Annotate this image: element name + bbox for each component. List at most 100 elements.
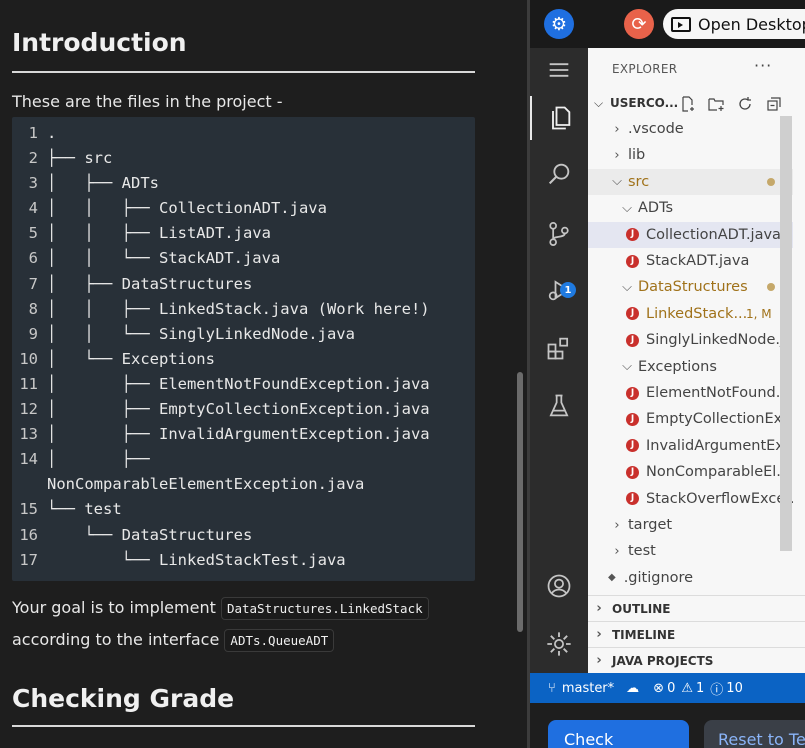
code-line: 8 │ │ ├── LinkedStack.java (Work here!) <box>12 300 475 325</box>
java-file-icon: J <box>626 412 639 426</box>
tree-item-label: .gitignore <box>623 569 694 586</box>
modified-dot <box>767 283 775 292</box>
tree-item-folder-lib[interactable]: ›lib <box>588 142 793 168</box>
timeline-section[interactable]: › TIMELINE <box>588 621 805 647</box>
extensions-icon <box>547 337 569 360</box>
error-icon: ⊗ <box>653 680 665 696</box>
code-text: │ └── Exceptions <box>47 349 215 368</box>
code-line: 17 └── LinkedStackTest.java <box>12 551 475 576</box>
code-line: 9│ │ └── SinglyLinkedNode.java <box>12 325 475 350</box>
java-file-icon: J <box>626 307 639 321</box>
tree-item-folder-datastructures[interactable]: ⌵DataStructures <box>588 274 793 300</box>
testing-button[interactable] <box>530 384 588 428</box>
code-line: NonComparableElementException.java <box>12 475 475 500</box>
account-icon <box>547 574 571 598</box>
refresh-icon[interactable] <box>737 96 753 112</box>
explorer-scrollbar[interactable] <box>780 116 792 551</box>
tree-item-folder-src[interactable]: ⌵src <box>588 168 793 195</box>
line-number: 4 <box>28 199 38 218</box>
branch-name[interactable]: master* <box>561 680 615 696</box>
code-text: │ ├── EmptyCollectionException.java <box>47 400 430 419</box>
collapse-all-icon[interactable] <box>766 96 782 112</box>
code-text: │ │ └── StackADT.java <box>47 249 281 268</box>
tree-item-folder-adts[interactable]: ⌵ADTs <box>588 195 793 221</box>
line-number: 11 <box>19 374 38 393</box>
tree-item-label: ElementNotFound... <box>646 385 790 401</box>
tree-item-file-elementnotfound[interactable]: J ElementNotFound... <box>588 380 793 406</box>
source-control-button[interactable] <box>530 212 588 256</box>
cloud-sync-icon[interactable]: ☁ <box>626 680 640 696</box>
open-desktop-button[interactable]: Open Desktop <box>663 9 805 39</box>
settings-button[interactable]: ⚙ <box>544 9 574 39</box>
outline-section[interactable]: › OUTLINE <box>588 595 805 621</box>
pane-divider[interactable] <box>527 0 531 748</box>
new-folder-icon[interactable] <box>708 96 724 112</box>
menu-button[interactable] <box>530 48 588 92</box>
line-number: 3 <box>28 174 38 193</box>
java-projects-section[interactable]: › JAVA PROJECTS <box>588 647 805 673</box>
search-icon <box>548 163 570 185</box>
workspace-header[interactable]: ⌵ USERCO... <box>588 92 805 114</box>
sync-button[interactable]: ⟳ <box>624 9 654 39</box>
line-number: 8 <box>28 299 38 318</box>
code-text: │ │ ├── LinkedStack.java (Work here!) <box>47 299 430 318</box>
instructions-scrollbar[interactable] <box>517 372 523 632</box>
tree-item-file-gitignore[interactable]: ◆.gitignore <box>588 565 793 591</box>
manage-button[interactable] <box>530 622 588 666</box>
check-answer-button[interactable]: Check Answer <box>548 720 689 748</box>
tree-item-label: StackOverflowExce... <box>646 490 793 507</box>
chevron-right-icon: › <box>596 601 602 616</box>
code-text: │ │ └── SinglyLinkedNode.java <box>47 324 355 343</box>
explorer-button[interactable] <box>530 96 588 140</box>
explorer-title: EXPLORER <box>612 62 678 76</box>
code-line: 7│ ├── DataStructures <box>12 275 475 300</box>
goal-middle: according to the interface <box>12 630 220 649</box>
warning-count[interactable]: 1 <box>696 680 705 696</box>
reset-template-button[interactable]: Reset to Template <box>704 720 805 748</box>
tree-item-folder-exceptions[interactable]: ⌵Exceptions <box>588 354 793 380</box>
beaker-icon <box>549 394 569 417</box>
more-actions-icon[interactable]: ··· <box>754 56 773 75</box>
new-file-icon[interactable] <box>680 96 696 112</box>
status-bar: ⑂ master* ☁ ⊗ 0 ⚠ 1 ⓘ 10 <box>530 673 805 703</box>
info-count[interactable]: 10 <box>726 680 743 696</box>
accounts-button[interactable] <box>530 564 588 608</box>
info-icon: ⓘ <box>710 682 724 698</box>
code-text: │ │ ├── ListADT.java <box>47 224 271 243</box>
code-line: 2├── src <box>12 149 475 174</box>
tree-item-folder-test[interactable]: ›test <box>588 538 793 564</box>
code-line: 14│ ├── <box>12 450 475 475</box>
chevron-right-icon: › <box>614 517 620 533</box>
code-text: NonComparableElementException.java <box>47 475 365 494</box>
tree-item-folder-vscode[interactable]: ›.vscode <box>588 116 793 142</box>
line-number: 17 <box>19 550 38 569</box>
code-line: 13│ ├── InvalidArgumentException.java <box>12 425 475 450</box>
code-line: 11│ ├── ElementNotFoundException.java <box>12 375 475 400</box>
tree-item-label: EmptyCollectionEx... <box>646 411 793 428</box>
line-number: 10 <box>19 349 38 368</box>
java-file-icon: J <box>626 465 639 479</box>
line-number: 2 <box>28 149 38 168</box>
code-text: . <box>47 124 57 142</box>
java-file-icon: J <box>626 386 639 400</box>
run-debug-button[interactable] <box>530 268 588 312</box>
java-file-icon: J <box>626 254 639 268</box>
search-button[interactable] <box>530 152 588 196</box>
extensions-button[interactable] <box>530 326 588 370</box>
problems-modified-badge: 1, M <box>746 306 772 321</box>
grade-heading: Checking Grade <box>12 684 235 713</box>
tree-item-label: Exceptions <box>638 358 717 375</box>
chevron-right-icon: › <box>596 627 602 642</box>
tree-item-label: InvalidArgumentEx... <box>646 437 793 454</box>
tree-item-file-emptycollection[interactable]: J EmptyCollectionEx... <box>588 406 793 432</box>
vscode-pane: ⚙ ⟳ Open Desktop <box>530 0 805 748</box>
tree-item-folder-target[interactable]: ›target <box>588 512 793 538</box>
error-count[interactable]: 0 <box>667 680 676 696</box>
